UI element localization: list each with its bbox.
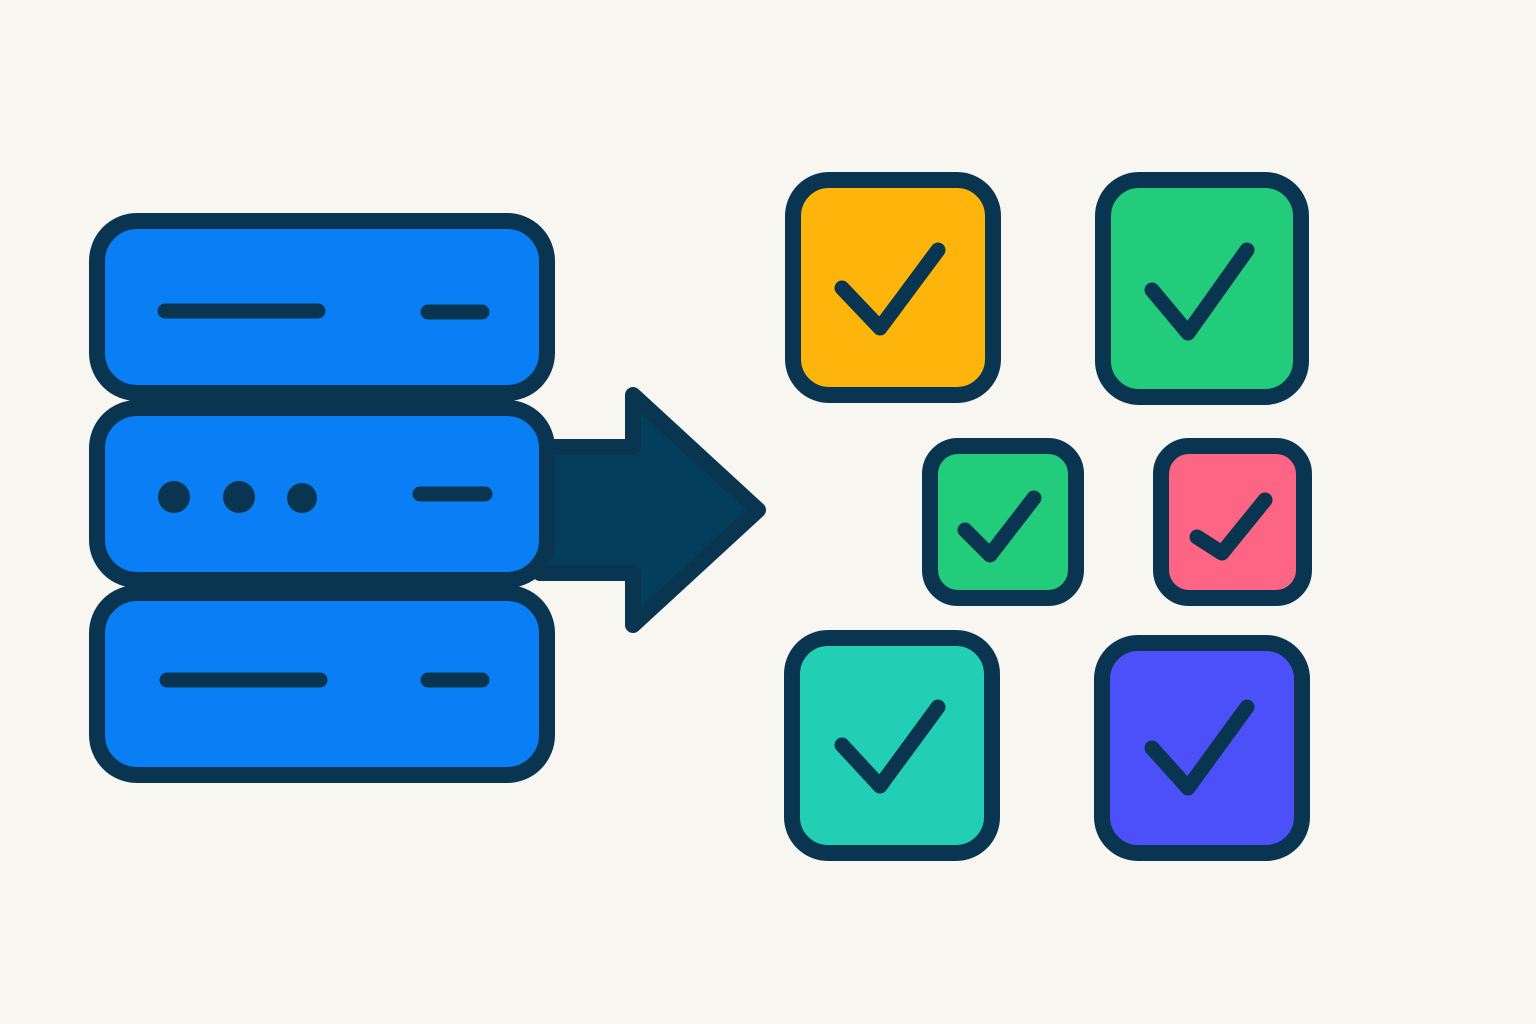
checkmark-icon — [1144, 242, 1255, 341]
checkmark-icon — [1189, 492, 1273, 561]
checkmark-icon — [957, 490, 1042, 563]
checkbox-box — [922, 438, 1084, 606]
checkbox-checked-icon — [922, 438, 1084, 606]
server-stack-icon — [89, 213, 766, 783]
checkbox-checked-icon — [784, 630, 1000, 861]
checkbox-box — [1153, 438, 1312, 606]
checkmark-icon — [834, 699, 946, 794]
checkbox-box — [1094, 635, 1310, 861]
server-unit-2 — [89, 400, 555, 588]
checkbox-checked-icon — [785, 172, 1001, 403]
checkmark-icon — [834, 242, 946, 336]
arrow-right-icon — [532, 387, 766, 633]
checkbox-checked-icon — [1094, 635, 1310, 861]
checkbox-box — [785, 172, 1001, 403]
checkbox-box — [784, 630, 1000, 861]
checkbox-box — [1095, 172, 1309, 405]
checkbox-checked-icon — [1095, 172, 1309, 405]
checkbox-grid — [784, 172, 1312, 861]
checkmark-icon — [1144, 699, 1255, 796]
server-indicators — [157, 303, 493, 688]
checkbox-checked-icon — [1153, 438, 1312, 606]
